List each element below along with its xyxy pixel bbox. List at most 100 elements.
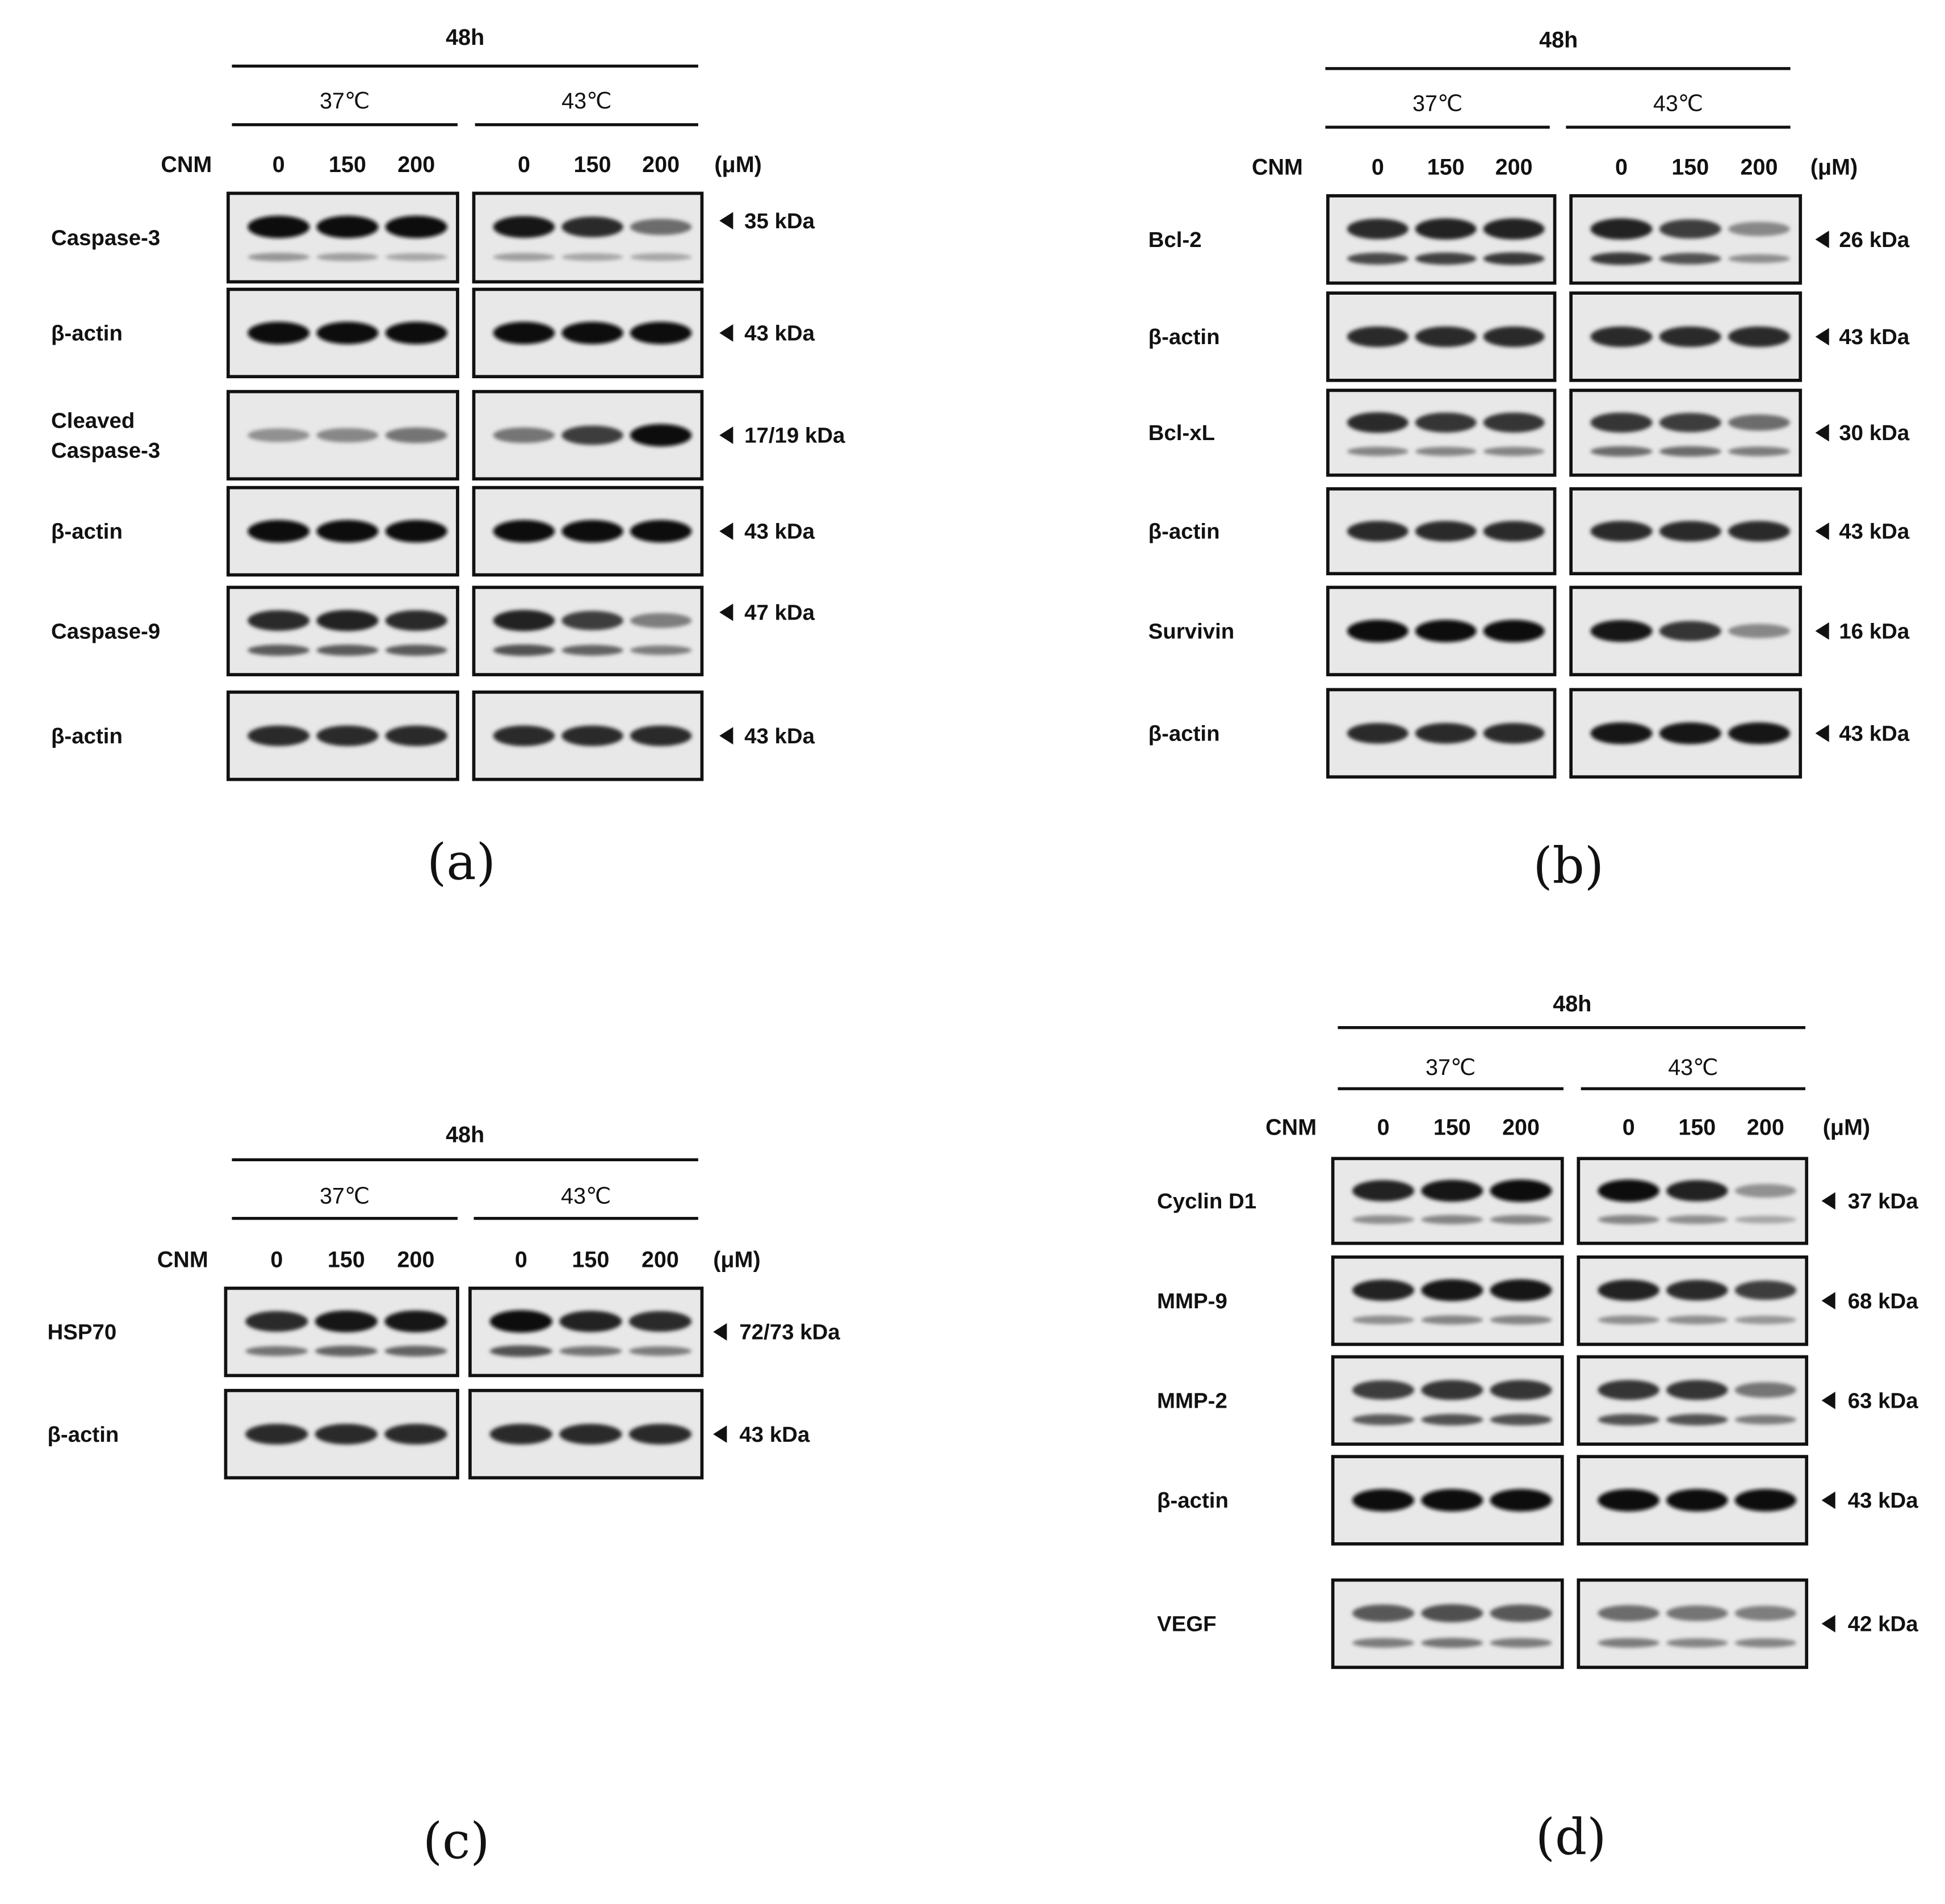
protein-band bbox=[316, 215, 379, 238]
protein-band bbox=[1421, 1279, 1483, 1302]
protein-band bbox=[316, 321, 379, 345]
protein-band bbox=[1483, 326, 1545, 348]
protein-band bbox=[1421, 1179, 1483, 1202]
blot-row: Caspase-947 kDa bbox=[51, 585, 815, 676]
dose-label: 150 bbox=[1671, 154, 1709, 179]
protein-band bbox=[1347, 446, 1409, 457]
protein-band bbox=[630, 520, 692, 543]
panel-letter: (b) bbox=[1533, 836, 1604, 895]
protein-band bbox=[1666, 1380, 1728, 1400]
marker-arrow bbox=[719, 212, 733, 230]
temperature-label: 37℃ bbox=[1426, 1055, 1475, 1080]
molecular-weight-label: 43 kDa bbox=[739, 1422, 810, 1447]
protein-band bbox=[561, 321, 623, 345]
treatment-label: CNM bbox=[1265, 1115, 1317, 1140]
protein-band bbox=[316, 645, 379, 656]
protein-band bbox=[628, 1346, 692, 1356]
protein-band bbox=[385, 253, 447, 261]
protein-band bbox=[1483, 218, 1545, 240]
protein-band bbox=[1347, 326, 1409, 348]
protein-band bbox=[1490, 1179, 1552, 1202]
temperature-label: 43℃ bbox=[1668, 1055, 1718, 1080]
protein-band bbox=[1666, 1215, 1728, 1224]
molecular-weight-label: 43 kDa bbox=[744, 724, 815, 748]
blot-frame bbox=[1577, 1578, 1809, 1669]
protein-band bbox=[1598, 1413, 1660, 1426]
marker-arrow bbox=[1815, 231, 1829, 249]
protein-band bbox=[1728, 722, 1791, 744]
protein-band bbox=[1590, 521, 1653, 542]
blot-frame bbox=[1577, 1355, 1809, 1446]
protein-band bbox=[1483, 521, 1545, 542]
protein-band bbox=[493, 610, 555, 631]
protein-band bbox=[1590, 218, 1653, 240]
protein-band bbox=[1734, 1489, 1797, 1512]
time-label: 48h bbox=[446, 25, 484, 50]
protein-band bbox=[248, 428, 310, 442]
marker-arrow bbox=[1815, 622, 1829, 640]
protein-band bbox=[1483, 412, 1545, 433]
protein-band bbox=[1734, 1605, 1797, 1621]
protein-band bbox=[1598, 1489, 1660, 1512]
dose-label: 150 bbox=[328, 1247, 365, 1272]
protein-band bbox=[630, 613, 692, 628]
protein-band bbox=[1352, 1604, 1415, 1622]
protein-band bbox=[248, 645, 310, 656]
blot-frame bbox=[472, 191, 704, 284]
protein-band bbox=[1352, 1279, 1415, 1301]
protein-band bbox=[384, 1310, 447, 1333]
protein-band bbox=[1415, 446, 1477, 457]
protein-band bbox=[316, 520, 379, 543]
protein-band bbox=[1347, 253, 1409, 265]
protein-band bbox=[1421, 1604, 1483, 1622]
protein-band bbox=[489, 1345, 552, 1357]
marker-arrow bbox=[1815, 328, 1829, 346]
protein-band bbox=[1347, 412, 1409, 433]
protein-band bbox=[1415, 326, 1477, 348]
protein-band bbox=[1659, 253, 1721, 265]
panel-letter: (a) bbox=[427, 832, 496, 891]
protein-band bbox=[315, 1310, 378, 1333]
protein-band bbox=[1598, 1215, 1660, 1224]
protein-band bbox=[493, 216, 555, 238]
protein-label: Survivin bbox=[1148, 619, 1235, 643]
protein-band bbox=[1352, 1380, 1415, 1400]
protein-band bbox=[1666, 1315, 1728, 1325]
protein-band bbox=[1728, 326, 1791, 348]
protein-band bbox=[628, 1424, 692, 1445]
protein-band bbox=[1490, 1489, 1552, 1512]
protein-band bbox=[1421, 1215, 1483, 1224]
protein-band bbox=[1490, 1638, 1552, 1648]
protein-band bbox=[561, 610, 623, 630]
protein-band bbox=[1490, 1215, 1552, 1224]
protein-band bbox=[1490, 1279, 1552, 1302]
dose-label: 200 bbox=[1747, 1115, 1784, 1140]
protein-band bbox=[1490, 1604, 1552, 1622]
protein-band bbox=[1659, 521, 1721, 542]
protein-label: Bcl-2 bbox=[1148, 228, 1202, 252]
protein-band bbox=[1734, 1183, 1797, 1198]
temperature-label: 37℃ bbox=[1412, 91, 1462, 116]
protein-band bbox=[1415, 218, 1477, 240]
blot-frame bbox=[1331, 1355, 1564, 1446]
protein-band bbox=[493, 321, 555, 345]
protein-band bbox=[1734, 1215, 1797, 1224]
protein-band bbox=[559, 1424, 622, 1445]
protein-band bbox=[493, 253, 555, 261]
temperature-label: 43℃ bbox=[561, 1183, 611, 1208]
protein-band bbox=[1490, 1413, 1552, 1426]
protein-band bbox=[1659, 413, 1721, 433]
dose-label: 0 bbox=[273, 152, 285, 177]
protein-band bbox=[1421, 1413, 1483, 1426]
protein-band bbox=[630, 725, 692, 746]
protein-band bbox=[561, 425, 623, 445]
protein-band bbox=[630, 645, 692, 655]
protein-band bbox=[315, 1345, 378, 1357]
